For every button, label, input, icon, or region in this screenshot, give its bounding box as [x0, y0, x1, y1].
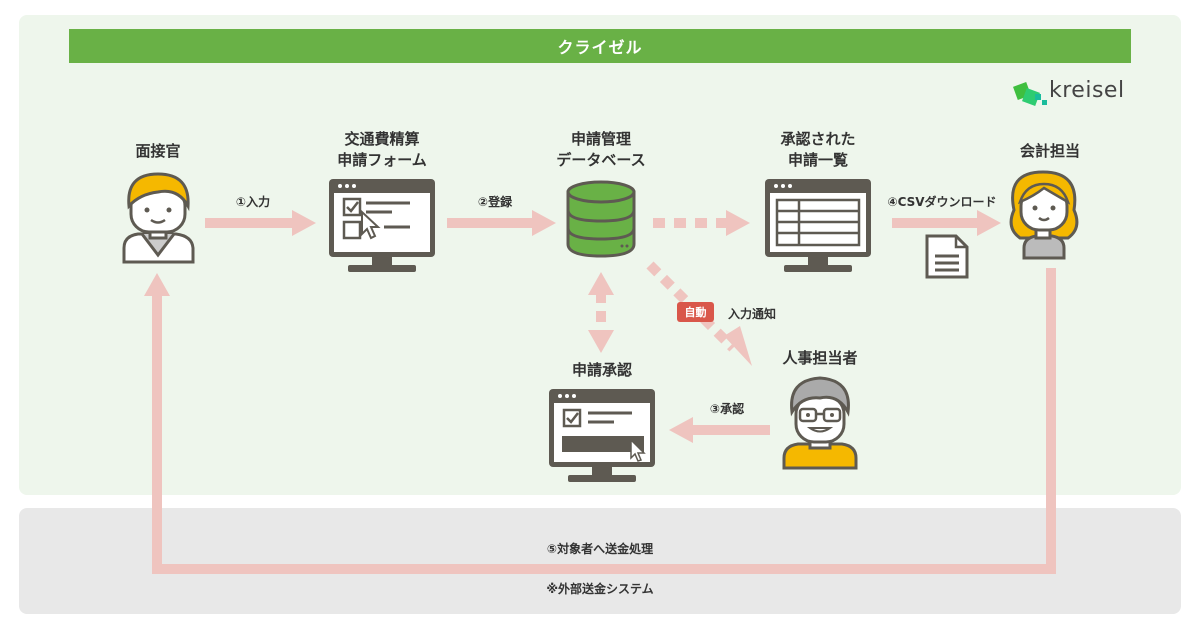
- kreisel-banner: クライゼル: [69, 29, 1131, 63]
- label-accountant: 会計担当: [1019, 142, 1080, 160]
- arrow-input: [205, 210, 316, 236]
- label-edge-input: ①入力: [235, 195, 271, 209]
- csv-document-icon: [925, 234, 969, 279]
- label-database-line2: データベース: [556, 151, 646, 169]
- approval-monitor-icon: [549, 389, 655, 482]
- auto-badge: 自動: [677, 302, 714, 322]
- kreisel-logo-text: kreisel: [1049, 78, 1125, 103]
- label-edge-csv-download: ④CSVダウンロード: [887, 195, 997, 209]
- label-edge-approve: ③承認: [709, 402, 745, 416]
- hr-person-icon: [782, 376, 858, 470]
- form-monitor-icon: [329, 179, 435, 272]
- kreisel-logo-icon: [1013, 82, 1047, 106]
- label-expense-form: 交通費精算 申請フォーム: [322, 129, 442, 171]
- label-edge-transfer: ⑤対象者へ送金処理: [546, 542, 654, 556]
- label-database-line1: 申請管理: [570, 130, 631, 148]
- arrow-db-to-list: [653, 210, 750, 236]
- kreisel-logo: kreisel: [1013, 76, 1133, 112]
- approved-list-monitor-icon: [765, 179, 871, 272]
- label-interviewer: 面接官: [135, 142, 181, 160]
- arrow-db-approval: [588, 272, 614, 353]
- label-approval: 申請承認: [571, 361, 632, 379]
- arrow-csv-download: [892, 210, 1001, 236]
- arrow-transfer: [144, 268, 1056, 574]
- label-approved-list: 承認された 申請一覧: [758, 129, 878, 171]
- label-approved-list-line1: 承認された: [780, 130, 856, 148]
- label-expense-form-line1: 交通費精算: [344, 130, 420, 148]
- accountant-icon: [1009, 170, 1079, 260]
- label-expense-form-line2: 申請フォーム: [337, 151, 427, 169]
- label-hr: 人事担当者: [782, 349, 858, 367]
- arrow-approve: [669, 417, 770, 443]
- label-edge-auto-notify: 入力通知: [727, 307, 776, 321]
- label-approved-list-line2: 申請一覧: [787, 151, 848, 169]
- interviewer-icon: [122, 172, 195, 264]
- database-icon: [566, 180, 636, 258]
- arrow-register: [447, 210, 556, 236]
- label-database: 申請管理 データベース: [541, 129, 661, 171]
- label-edge-register: ②登録: [477, 195, 513, 209]
- label-external-system: ※外部送金システム: [546, 582, 654, 596]
- external-system-area: [19, 508, 1181, 614]
